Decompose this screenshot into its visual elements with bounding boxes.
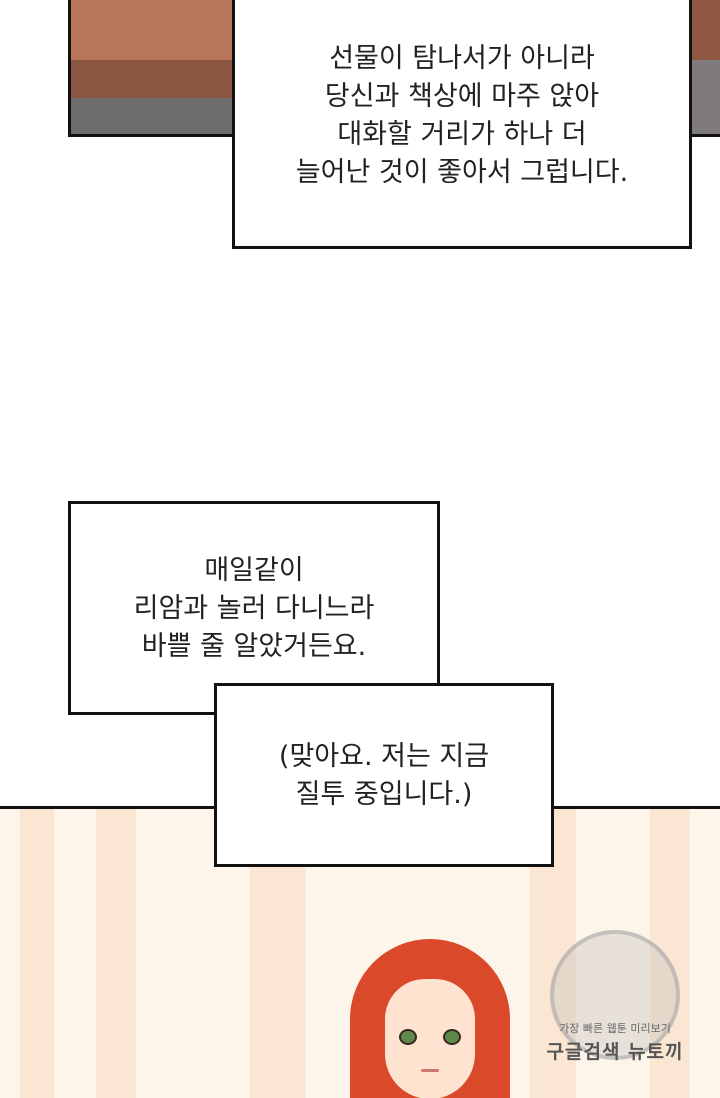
watermark-title: 구글검색 뉴토끼 [546,1041,684,1063]
dialogue-line: 대화할 거리가 하나 더 [337,119,587,150]
watermark-tagline: 가장 빠른 웹툰 미리보기 [559,1022,671,1035]
background-stripe [96,809,136,1098]
dialogue-line: 당신과 책상에 마주 앉아 [324,81,600,112]
dialogue-line: 매일같이 [204,555,304,586]
right-eye [443,1029,461,1045]
left-eye [399,1029,417,1045]
character-face [385,979,475,1098]
speech-box-1: 선물이 탐나서가 아니라 당신과 책상에 마주 앉아 대화할 거리가 하나 더 … [232,0,692,249]
speech-box-3: (맞아요. 저는 지금 질투 중입니다.) [214,683,554,867]
mouth [421,1069,439,1072]
watermark: 가장 빠른 웹툰 미리보기 구글검색 뉴토끼 [540,900,690,1075]
dialogue-line: (맞아요. 저는 지금 [278,741,490,772]
dialogue-line: 늘어난 것이 좋아서 그럽니다. [295,157,629,188]
dialogue-line: 선물이 탐나서가 아니라 [329,43,595,74]
background-stripe [20,809,54,1098]
speech-box-2: 매일같이 리암과 놀러 다니느라 바쁠 줄 알았거든요. [68,501,440,715]
watermark-logo [550,930,680,1060]
dialogue-line: 바쁠 줄 알았거든요. [141,631,367,662]
dialogue-line: 질투 중입니다.) [295,779,473,810]
dialogue-line: 리암과 놀러 다니느라 [133,593,375,624]
